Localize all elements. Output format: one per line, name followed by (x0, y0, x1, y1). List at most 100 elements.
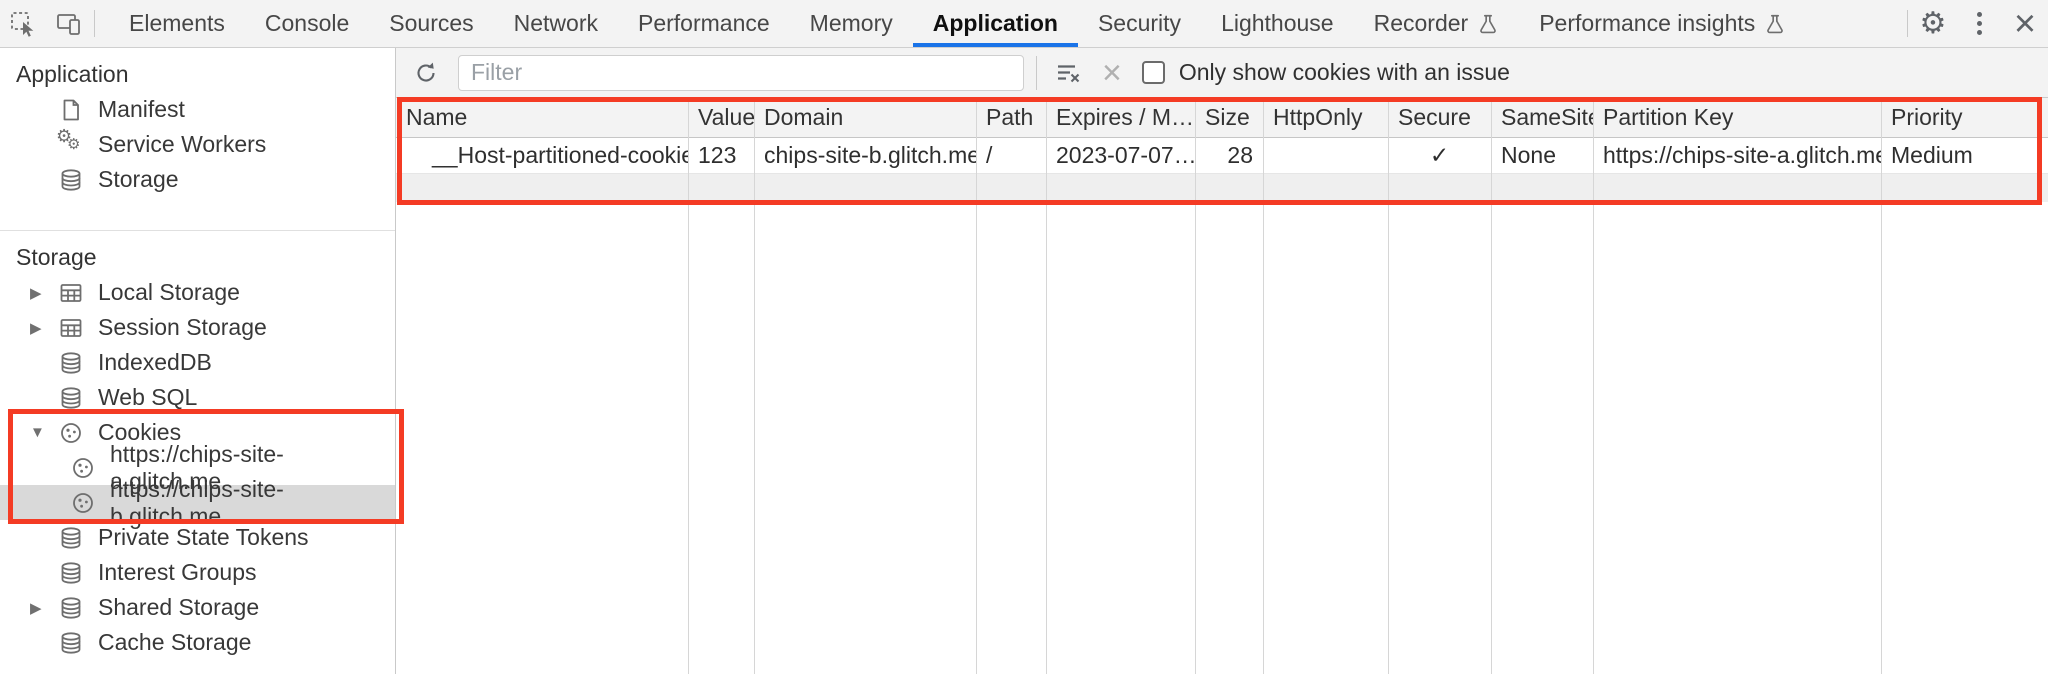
sidebar-item-storage[interactable]: Storage (0, 162, 395, 197)
tab-application[interactable]: Application (913, 0, 1078, 47)
sidebar-item-indexeddb[interactable]: IndexedDB (0, 345, 395, 380)
experiment-flask-icon (1767, 14, 1784, 33)
cookie-icon (68, 453, 98, 483)
sidebar-item-service-workers[interactable]: ⚙⚙ Service Workers (0, 126, 395, 162)
tab-console[interactable]: Console (264, 10, 350, 36)
sidebar-item-cookies-chips-site-b[interactable]: https://chips-site-b.glitch.me (0, 476, 395, 529)
tab-recorder[interactable]: Recorder (1354, 0, 1520, 47)
document-icon (56, 95, 86, 125)
database-icon (56, 593, 86, 623)
tree-arrow-collapsed-icon[interactable]: ▶ (30, 599, 42, 617)
column-header-path[interactable]: Path (976, 98, 1046, 138)
column-header-partition-key[interactable]: Partition Key (1593, 98, 1881, 138)
table-header-row: Name Value Domain Path Expires / M… Size… (396, 98, 2048, 138)
cookie-icon (68, 488, 98, 518)
tab-performance-insights[interactable]: Performance insights (1519, 0, 1806, 47)
inspect-icon (11, 11, 34, 37)
database-icon (56, 628, 86, 658)
devtools-tabbar: Elements Console Sources Network Perform… (0, 0, 2048, 48)
sidebar-item-manifest[interactable]: Manifest (0, 92, 395, 127)
devtools-body: Application Manifest ⚙⚙ Service Workers (0, 48, 2048, 674)
tab-network[interactable]: Network (513, 10, 598, 36)
filter-clear-icon (1058, 64, 1080, 82)
tabbar-divider (94, 10, 95, 37)
clear-filter-button[interactable] (1052, 58, 1086, 88)
cell-value[interactable]: 123 (688, 137, 754, 174)
section-header-application: Application (16, 60, 129, 87)
sidebar-item-web-sql[interactable]: Web SQL (0, 380, 395, 415)
cookies-table: Name Value Domain Path Expires / M… Size… (396, 98, 2048, 202)
sidebar-section-storage: Storage ▶ Local Storage ▶ Session Storag… (0, 230, 395, 660)
tab-performance[interactable]: Performance (638, 10, 770, 36)
settings-gear-icon: ⚙ (1919, 6, 1947, 40)
sidebar-item-private-state-tokens[interactable]: Private State Tokens (0, 520, 395, 555)
column-header-domain[interactable]: Domain (754, 98, 976, 138)
cell-secure[interactable]: ✓ (1388, 137, 1491, 174)
table-icon (56, 313, 86, 343)
tab-lighthouse[interactable]: Lighthouse (1221, 10, 1334, 36)
issue-filter-checkbox[interactable] (1141, 61, 1165, 84)
inspect-button[interactable] (0, 0, 46, 47)
cell-partition-key[interactable]: https://chips-site-a.glitch.me (1593, 137, 1881, 174)
sidebar-item-local-storage[interactable]: ▶ Local Storage (0, 275, 395, 310)
cell-priority[interactable]: Medium (1881, 137, 2048, 174)
experiment-flask-icon (1480, 14, 1497, 33)
column-header-samesite[interactable]: SameSite (1491, 98, 1593, 138)
filter-input[interactable] (458, 54, 1024, 91)
column-header-secure[interactable]: Secure (1388, 98, 1491, 138)
device-toolbar-icon (57, 13, 80, 35)
tab-security[interactable]: Security (1097, 10, 1182, 36)
sidebar-item-interest-groups[interactable]: Interest Groups (0, 555, 395, 590)
database-icon (56, 383, 86, 413)
cookie-icon (56, 418, 86, 448)
sidebar-section-application: Application Manifest ⚙⚙ Service Workers (0, 48, 395, 197)
tree-arrow-expanded-icon[interactable]: ▼ (30, 424, 45, 441)
cell-expires[interactable]: 2023-07-07… (1046, 137, 1195, 174)
tabbar-right-controls: ⚙ × (1905, 0, 2048, 47)
section-header-storage: Storage (16, 243, 97, 270)
cell-size[interactable]: 28 (1195, 137, 1263, 174)
device-toolbar-button[interactable] (46, 0, 92, 47)
panel-tabs: Elements Console Sources Network Perform… (109, 0, 1806, 47)
sidebar-item-session-storage[interactable]: ▶ Session Storage (0, 310, 395, 345)
settings-button[interactable]: ⚙ (1910, 0, 1956, 47)
cookies-toolbar: × Only show cookies with an issue (396, 48, 2048, 98)
column-header-httponly[interactable]: HttpOnly (1263, 98, 1388, 138)
tab-elements[interactable]: Elements (129, 10, 225, 36)
database-icon (56, 558, 86, 588)
issue-filter-label: Only show cookies with an issue (1178, 59, 1510, 85)
column-header-priority[interactable]: Priority (1881, 98, 2048, 138)
cookie-row[interactable]: __Host-partitioned-cookie 123 chips-site… (396, 137, 2048, 174)
cell-path[interactable]: / (976, 137, 1046, 174)
close-icon: × (2013, 2, 2037, 45)
more-options-button[interactable] (1956, 0, 2002, 47)
sidebar-item-shared-storage[interactable]: ▶ Shared Storage (0, 590, 395, 625)
tab-memory[interactable]: Memory (809, 10, 893, 36)
refresh-icon (417, 62, 435, 81)
cell-domain[interactable]: chips-site-b.glitch.me (754, 137, 976, 174)
tree-arrow-collapsed-icon[interactable]: ▶ (30, 319, 42, 337)
tab-sources[interactable]: Sources (389, 10, 474, 36)
column-header-size[interactable]: Size (1195, 98, 1263, 138)
database-icon (56, 348, 86, 378)
refresh-button[interactable] (408, 59, 444, 87)
column-header-name[interactable]: Name (396, 98, 688, 138)
cell-name[interactable]: __Host-partitioned-cookie (396, 137, 688, 174)
empty-stripe-row (396, 173, 2048, 202)
cell-httponly[interactable] (1263, 137, 1388, 174)
cookies-panel: × Only show cookies with an issue Name V… (396, 48, 2048, 674)
column-header-expires[interactable]: Expires / M… (1046, 98, 1195, 138)
close-devtools-button[interactable]: × (2002, 0, 2048, 47)
application-sidebar: Application Manifest ⚙⚙ Service Workers (0, 48, 404, 674)
cell-samesite[interactable]: None (1491, 137, 1593, 174)
tree-arrow-collapsed-icon[interactable]: ▶ (30, 284, 42, 302)
column-header-value[interactable]: Value (688, 98, 754, 138)
sidebar-item-cache-storage[interactable]: Cache Storage (0, 625, 395, 660)
table-icon (56, 278, 86, 308)
sidebar-item-cookies-chips-site-a[interactable]: https://chips-site-a.glitch.me (0, 441, 395, 494)
tabbar-divider (1907, 10, 1908, 37)
sidebar-item-cookies[interactable]: ▼ Cookies (0, 415, 395, 450)
database-icon (56, 165, 86, 195)
clear-search-icon[interactable]: × (1102, 53, 1122, 92)
